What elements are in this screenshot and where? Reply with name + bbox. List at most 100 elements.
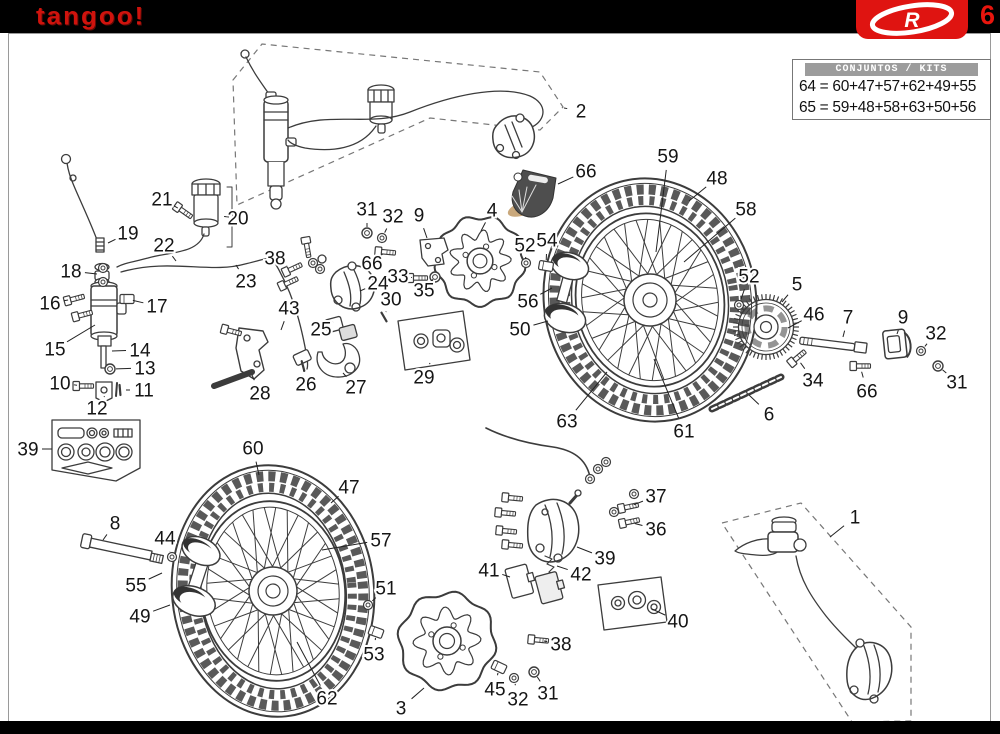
part-label-41: 41	[478, 561, 499, 582]
washer-icon	[97, 276, 109, 288]
part-label-48: 48	[706, 169, 727, 190]
part-label-23: 23	[235, 272, 256, 293]
bolt-icon	[172, 201, 194, 219]
part-label-50: 50	[509, 320, 530, 341]
cyl-icon	[537, 259, 555, 273]
bolt-icon	[406, 272, 429, 284]
brake-disc-guard	[507, 169, 557, 218]
part-label-1: 1	[850, 508, 861, 529]
part-label-19: 19	[117, 224, 138, 245]
part-label-29: 29	[413, 368, 434, 389]
pin-icon	[118, 383, 122, 397]
part-label-52: 52	[514, 236, 535, 257]
part-label-30: 30	[380, 290, 401, 311]
brake-pad-25a	[324, 315, 344, 334]
rear-caliper-group	[211, 237, 449, 389]
bolt-icon	[527, 634, 550, 645]
washer-icon	[628, 488, 640, 500]
part-label-63: 63	[556, 412, 577, 433]
part-label-16: 16	[39, 294, 60, 315]
part-label-47: 47	[338, 478, 359, 499]
seal-kit-40	[597, 576, 668, 631]
assembly-1-outline	[721, 502, 912, 723]
bolt-icon	[219, 323, 243, 337]
part-label-6: 6	[764, 405, 775, 426]
rieju-logo-oval-icon: R	[869, 2, 955, 36]
part-label-59: 59	[657, 147, 678, 168]
part-label-40: 40	[667, 612, 688, 633]
washer-icon	[376, 232, 388, 244]
part-label-2: 2	[576, 102, 587, 123]
rear-hub-covers	[543, 251, 590, 334]
washer-icon	[592, 463, 604, 475]
part-label-66: 66	[361, 254, 382, 275]
cyl-icon	[367, 625, 385, 639]
part-label-49: 49	[129, 607, 150, 628]
rear-brake-hose	[120, 257, 273, 273]
washer-icon	[97, 262, 109, 274]
front-hose-to-caliper	[485, 427, 591, 478]
drive-chain	[708, 373, 785, 413]
washer-icon	[915, 345, 927, 357]
part-label-44: 44	[154, 529, 176, 550]
spoked-wheel	[542, 177, 758, 423]
caliper-hanger-27	[316, 342, 361, 378]
part-label-36: 36	[645, 520, 666, 541]
cyl-icon	[119, 293, 135, 305]
part-label-33: 33	[387, 267, 408, 288]
kit-row-64: 64 = 60+47+57+62+49+55	[799, 78, 977, 95]
front-brake-hose	[287, 125, 377, 151]
part-label-25: 25	[310, 320, 331, 341]
part-label-55: 55	[125, 576, 146, 597]
bolt-icon	[374, 246, 397, 257]
bolt-icon	[494, 507, 517, 518]
part-label-66: 66	[856, 382, 877, 403]
bottom-bar	[0, 721, 1000, 734]
bolt-icon	[849, 360, 872, 372]
part-label-66: 66	[575, 162, 596, 183]
bolt-icon	[62, 293, 86, 307]
bolt-icon	[280, 262, 303, 278]
washer-icon	[520, 257, 532, 269]
part-label-52: 52	[738, 267, 759, 288]
bolt-icon	[72, 380, 95, 392]
rieju-logo: R	[856, 0, 968, 39]
part-label-22: 22	[153, 236, 174, 257]
front-master-cylinder-assembly	[240, 49, 544, 210]
washer-icon	[733, 299, 745, 311]
part-label-31: 31	[537, 684, 558, 705]
part-label-39: 39	[594, 549, 615, 570]
part-label-60: 60	[242, 439, 263, 460]
front-caliper-39	[526, 498, 580, 563]
part-label-32: 32	[382, 207, 403, 228]
nut-icon	[104, 363, 116, 375]
kits-box: CONJUNTOS / KITS 64 = 60+47+57+62+49+55 …	[792, 59, 991, 121]
cyl-icon	[490, 659, 508, 675]
pin-icon	[380, 311, 388, 323]
part-label-7: 7	[843, 308, 854, 329]
part-label-34: 34	[802, 371, 824, 392]
bolt-icon	[786, 349, 807, 369]
pushrod	[100, 345, 107, 369]
part-label-35: 35	[413, 281, 434, 302]
part-label-58: 58	[735, 200, 756, 221]
nut-icon	[932, 360, 944, 372]
part-label-8: 8	[110, 514, 121, 535]
part-label-31: 31	[946, 373, 967, 394]
part-label-43: 43	[278, 299, 299, 320]
washer-icon	[608, 506, 620, 518]
part-label-32: 32	[925, 324, 946, 345]
part-label-24: 24	[367, 274, 389, 295]
bolt-icon	[501, 492, 524, 503]
page-number: 6	[979, 0, 995, 30]
washer-icon	[314, 263, 326, 275]
assembly-outlines	[232, 43, 912, 723]
washer-icon	[600, 456, 612, 468]
caliper-bracket-28	[235, 327, 269, 380]
part-label-46: 46	[803, 305, 824, 326]
part-label-20: 20	[227, 209, 248, 230]
part-label-42: 42	[570, 565, 591, 586]
washer-icon	[307, 257, 319, 269]
part-label-39: 39	[17, 440, 38, 461]
